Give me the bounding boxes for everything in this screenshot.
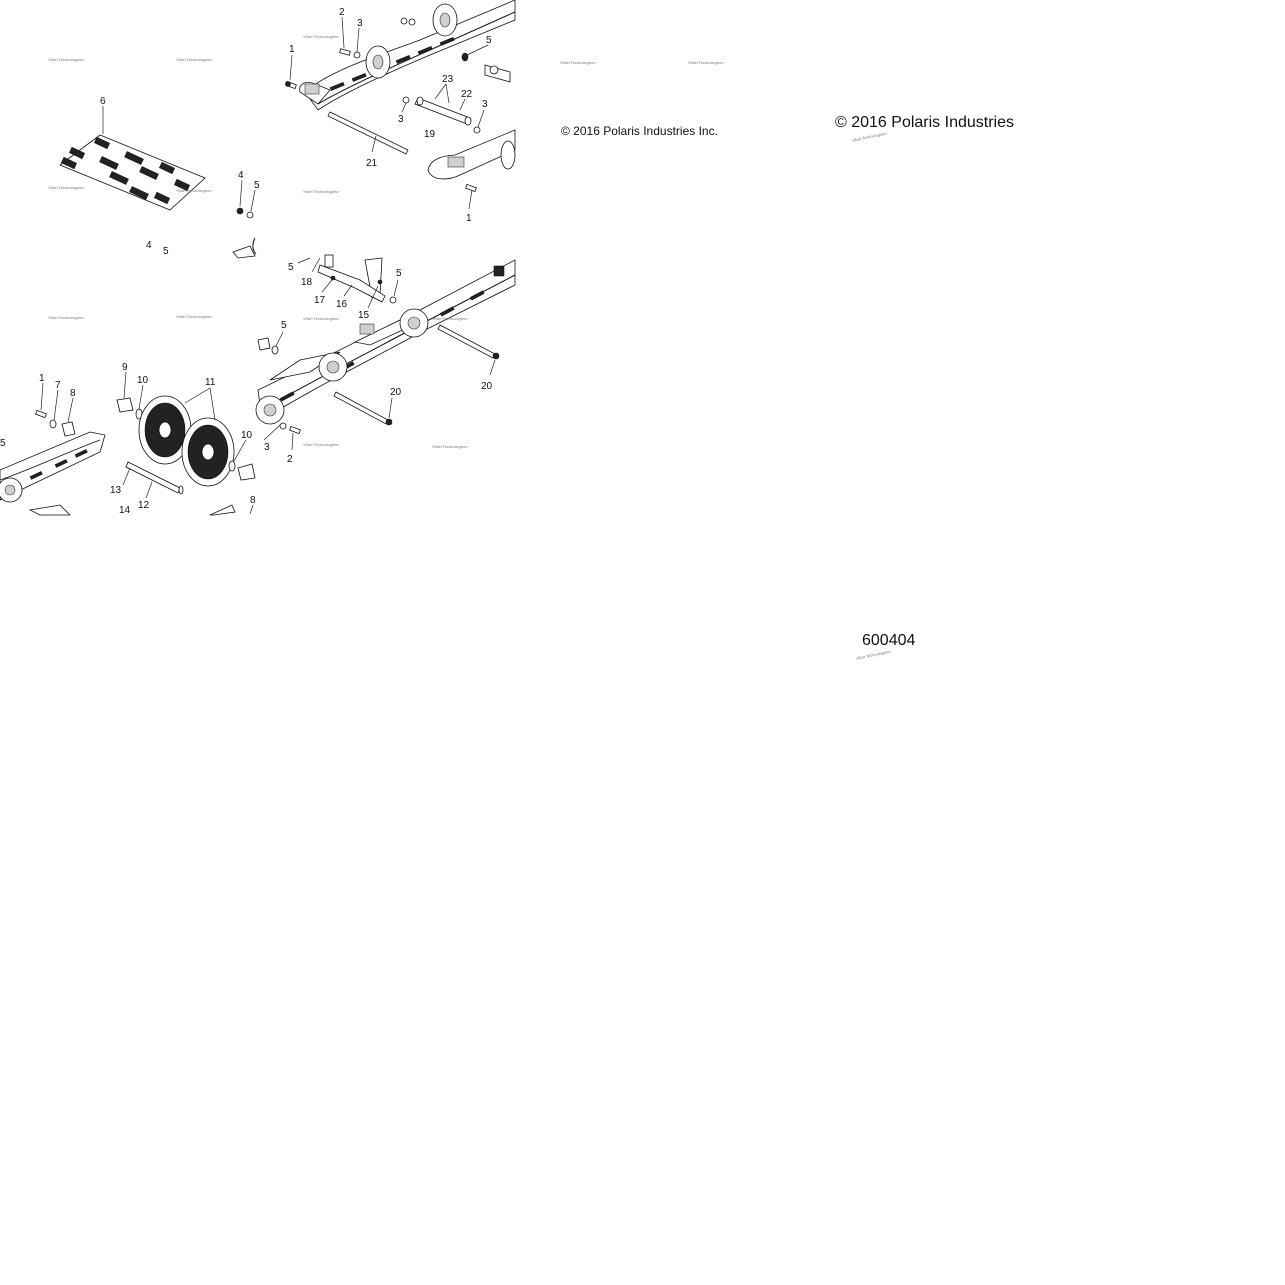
watermark: «Bart Technologies» bbox=[48, 185, 85, 190]
callout-20: 20 bbox=[481, 381, 493, 392]
callout-5: 5 bbox=[396, 268, 402, 279]
callout-3: 3 bbox=[482, 99, 488, 110]
callout-2: 2 bbox=[339, 7, 345, 18]
watermark: «Bart Technologies» bbox=[851, 130, 888, 143]
callout-8: 8 bbox=[70, 388, 76, 399]
watermark: «Bart Technologies» bbox=[48, 57, 85, 62]
track-clips: 6 bbox=[59, 96, 206, 211]
callout-5: 5 bbox=[163, 246, 169, 257]
callout-3: 3 bbox=[264, 442, 270, 453]
callout-22: 22 bbox=[461, 89, 473, 100]
callout-19: 19 bbox=[424, 129, 436, 140]
bogie-wheel-1 bbox=[138, 395, 192, 465]
callout-1: 1 bbox=[289, 44, 295, 55]
callout-5: 5 bbox=[281, 320, 287, 331]
callout-12: 12 bbox=[138, 500, 150, 511]
callout-10: 10 bbox=[137, 375, 149, 386]
callout-13: 13 bbox=[110, 485, 122, 496]
watermark: «Bart Technologies» bbox=[855, 648, 892, 661]
callout-16: 16 bbox=[336, 299, 348, 310]
callout-5: 5 bbox=[254, 180, 260, 191]
callout-5: 5 bbox=[0, 438, 6, 449]
callout-20: 20 bbox=[390, 387, 402, 398]
callout-9: 9 bbox=[122, 362, 128, 373]
callout-14: 14 bbox=[119, 505, 131, 516]
rail-slots bbox=[329, 37, 455, 91]
callout-21: 21 bbox=[366, 158, 378, 169]
watermark: «Bart Technologies» bbox=[432, 316, 469, 321]
callout-3: 3 bbox=[357, 18, 363, 29]
watermark: «Bart Technologies» bbox=[48, 315, 85, 320]
callout-7: 7 bbox=[55, 380, 61, 391]
callout-10: 10 bbox=[241, 430, 253, 441]
watermark: «Bart Technologies» bbox=[432, 444, 469, 449]
callout-6: 6 bbox=[100, 96, 106, 107]
copyright-large: © 2016 Polaris Industries bbox=[835, 114, 1014, 131]
watermark: «Bart Technologies» bbox=[176, 57, 213, 62]
callout-4: 4 bbox=[146, 240, 152, 251]
callout-17: 17 bbox=[314, 295, 326, 306]
watermark: «Bart Technologies» bbox=[303, 316, 340, 321]
nut-washer-group: 4 5 4 5 bbox=[146, 170, 260, 259]
callout-18: 18 bbox=[301, 277, 313, 288]
bogie-wheel-2 bbox=[181, 417, 235, 487]
bogie-wheel-assembly: 1 7 8 9 10 11 10 3 2 5 13 12 14 8 bbox=[0, 362, 294, 516]
callout-11: 11 bbox=[205, 377, 216, 388]
watermark: «Bart Technologies» bbox=[560, 60, 597, 65]
copyright-small: © 2016 Polaris Industries Inc. bbox=[561, 124, 718, 138]
watermarks: «Bart Technologies» «Bart Technologies» … bbox=[48, 34, 892, 661]
callout-2: 2 bbox=[287, 454, 293, 465]
watermark: «Bart Technologies» bbox=[303, 34, 340, 39]
figure-number: 600404 bbox=[862, 632, 915, 649]
callout-8: 8 bbox=[250, 495, 256, 506]
watermark: «Bart Technologies» bbox=[176, 188, 213, 193]
callout-23: 23 bbox=[442, 74, 454, 85]
callout-5: 5 bbox=[288, 262, 294, 273]
bolt-1-top bbox=[285, 80, 297, 90]
callout-3: 3 bbox=[398, 114, 404, 125]
callout-15: 15 bbox=[358, 310, 370, 321]
watermark: «Bart Technologies» bbox=[176, 314, 213, 319]
callout-1: 1 bbox=[39, 373, 45, 384]
callout-5: 5 bbox=[486, 35, 492, 46]
bolt-2-top bbox=[339, 48, 351, 56]
watermark: «Bart Technologies» bbox=[303, 442, 340, 447]
callout-1: 1 bbox=[466, 213, 472, 224]
watermark: «Bart Technologies» bbox=[688, 60, 725, 65]
rear-rail-assembly: 2 3 1 5 23 22 3 3 19 21 1 bbox=[285, 0, 516, 224]
callout-4: 4 bbox=[238, 170, 244, 181]
front-rail-assembly: 5 18 17 16 15 5 5 20 20 bbox=[255, 254, 516, 435]
watermark: «Bart Technologies» bbox=[303, 189, 340, 194]
